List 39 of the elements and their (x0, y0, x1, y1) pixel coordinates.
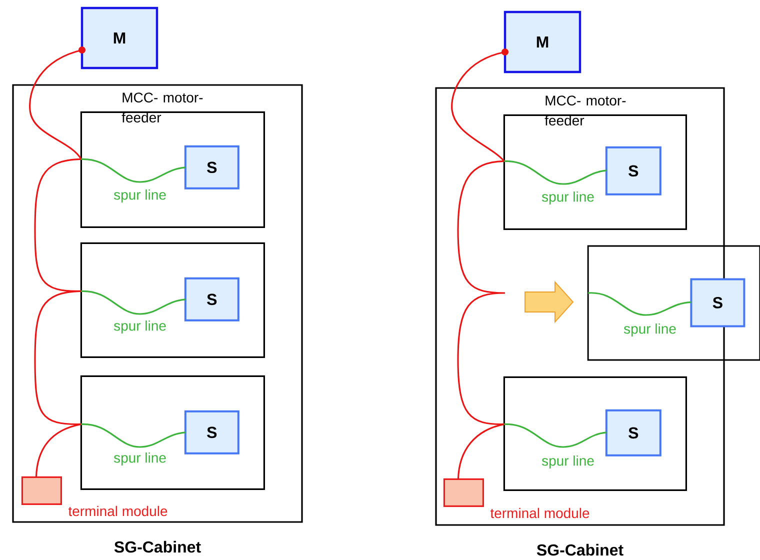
node-label: MCC- motor- (546, 96, 626, 106)
sensor-box: S (184, 145, 240, 190)
feeder-box (503, 376, 687, 491)
spur-line (81, 290, 186, 315)
motor-box: M (504, 10, 582, 74)
edge-label: spur line (112, 451, 168, 467)
feeder-box (587, 245, 760, 361)
spur-line (504, 423, 607, 448)
cable (34, 290, 82, 425)
feeder-box (80, 375, 265, 490)
feeder-box (80, 242, 265, 358)
sensor-box: S (605, 146, 662, 196)
sensor-box: S (605, 409, 662, 456)
spur-line (588, 292, 692, 316)
cable (34, 158, 82, 292)
cable (457, 160, 506, 425)
edge-label: spur line (540, 454, 596, 470)
node-label: MCC- motor- (122, 92, 203, 103)
sensor-box: S (184, 410, 240, 454)
spur-line (504, 160, 607, 185)
edge-label: spur line (622, 322, 678, 338)
node-label: terminal module (490, 508, 590, 518)
edge-label: spur line (540, 190, 596, 206)
sensor-box: S (184, 277, 240, 322)
edge-label: spur line (112, 188, 168, 204)
spur-line (81, 423, 186, 448)
sensor-box: S (690, 278, 746, 328)
cable (457, 423, 504, 480)
node-label: SG-Cabinet (114, 540, 201, 553)
terminal-module-box: terminal module (443, 478, 590, 518)
cable (451, 48, 508, 162)
node-label: SG-Cabinet (536, 544, 624, 556)
node-label: terminal module (68, 506, 168, 516)
cable (29, 46, 86, 160)
cable (35, 423, 82, 478)
terminal-module-box: terminal module (21, 476, 168, 516)
edge-label: spur line (112, 319, 168, 335)
spur-line (81, 158, 186, 183)
motor-box: M (80, 6, 158, 70)
